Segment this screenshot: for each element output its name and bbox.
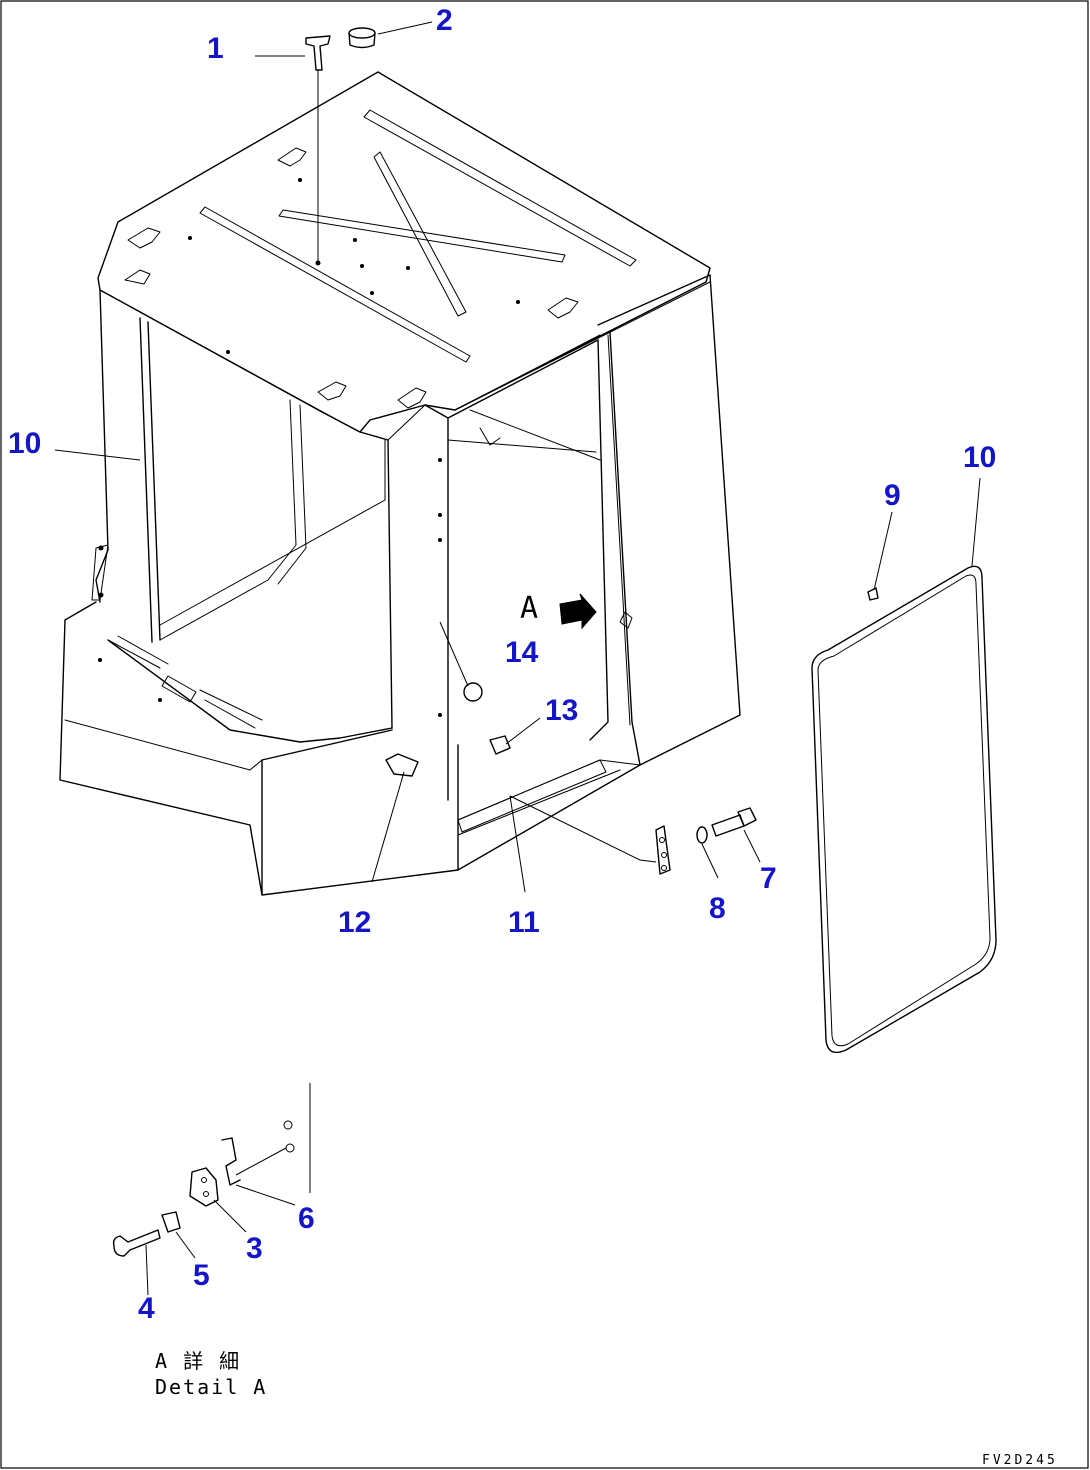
side-panel-right xyxy=(597,274,741,766)
latch-part-12 xyxy=(385,753,419,777)
leader-7 xyxy=(743,829,761,863)
callout-11: 11 xyxy=(508,906,540,939)
callout-10-left: 10 xyxy=(8,427,41,460)
cab-lower-body xyxy=(59,601,641,896)
cab-roof xyxy=(97,71,711,433)
callout-6: 6 xyxy=(298,1202,315,1235)
detail-caption-japanese: A 詳 細 xyxy=(155,1349,241,1373)
callout-2: 2 xyxy=(436,4,453,37)
stopper-part-13 xyxy=(489,735,511,755)
callout-4: 4 xyxy=(138,1292,155,1325)
washer-part-8 xyxy=(696,826,708,844)
leader-9 xyxy=(873,511,893,591)
front-pillar-left xyxy=(95,289,161,643)
callout-14: 14 xyxy=(505,636,539,669)
cab-assembly xyxy=(59,71,741,896)
callout-12: 12 xyxy=(338,906,371,939)
svg-text:A: A xyxy=(520,591,540,626)
callout-13: 13 xyxy=(545,694,578,727)
leader-12 xyxy=(371,771,405,883)
molding-part-9 xyxy=(867,587,879,601)
callout-8: 8 xyxy=(709,892,726,925)
roof-rail xyxy=(363,109,637,267)
drawing-number: FV2D245 xyxy=(982,1453,1058,1468)
window-glass-10 xyxy=(811,565,997,1054)
roof-rail xyxy=(373,151,467,317)
callout-10-right: 10 xyxy=(963,441,996,474)
plug-part-14 xyxy=(439,621,483,702)
detail-a-group xyxy=(112,1083,311,1296)
leader-2 xyxy=(377,21,433,35)
cap-part-2 xyxy=(348,27,376,49)
roof-rail xyxy=(199,206,471,363)
detail-caption-english: Detail A xyxy=(155,1375,267,1399)
callout-3: 3 xyxy=(246,1232,263,1265)
leader-10-right xyxy=(971,477,981,567)
roof-rail xyxy=(278,209,566,263)
center-pillar xyxy=(359,404,449,746)
view-arrow-a: A xyxy=(520,591,597,630)
callout-9: 9 xyxy=(884,479,901,512)
leader-13 xyxy=(505,717,541,745)
bolt-part-7 xyxy=(711,807,757,837)
leader-10-left xyxy=(54,449,141,461)
callout-5: 5 xyxy=(193,1259,210,1292)
leader-11-bracket xyxy=(509,795,657,863)
bracket-part xyxy=(655,825,671,875)
callout-1: 1 xyxy=(207,32,224,65)
leader-11 xyxy=(509,795,526,893)
bolt-part-1 xyxy=(305,35,331,265)
callout-7: 7 xyxy=(760,862,777,895)
leader-8 xyxy=(701,843,719,879)
